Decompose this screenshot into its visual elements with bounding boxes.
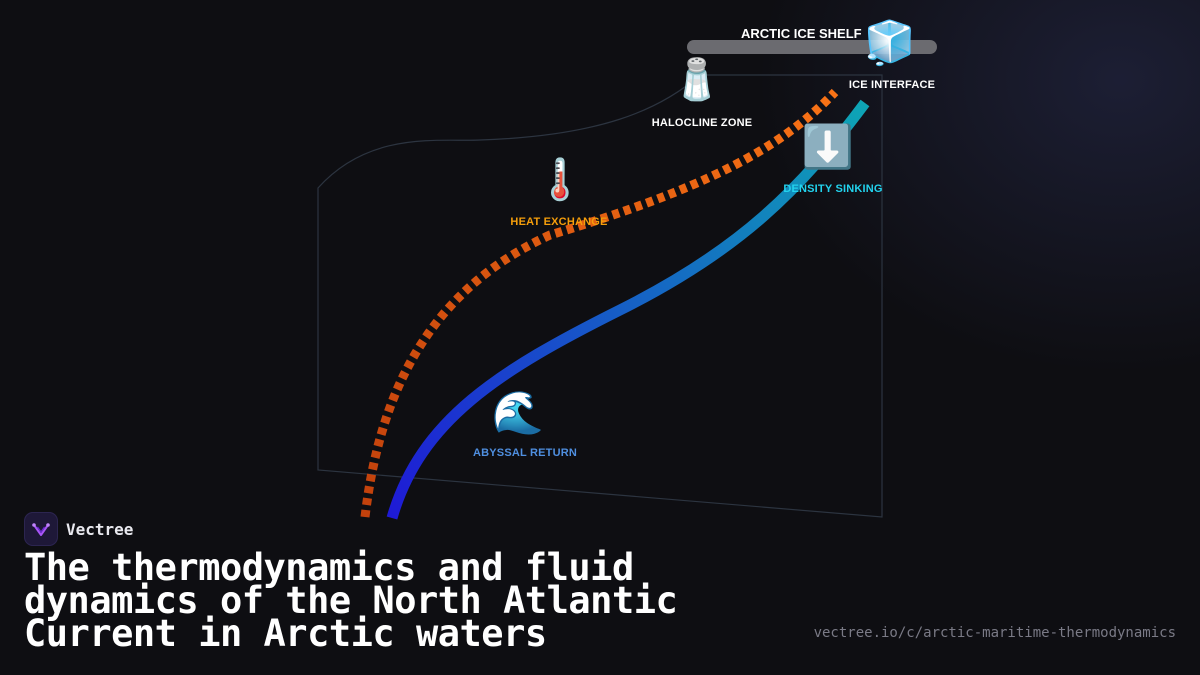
ocean-basin-outline bbox=[317, 74, 883, 518]
heat-exchange-label: HEAT EXCHANGE bbox=[510, 216, 608, 228]
vectree-logo-icon bbox=[24, 512, 58, 546]
cold-return-current bbox=[386, 99, 870, 520]
density-sinking-label: DENSITY SINKING bbox=[783, 183, 883, 195]
brand: Vectree bbox=[24, 512, 133, 546]
thermometer-icon: 🌡️ bbox=[535, 157, 585, 203]
page-title: The thermodynamics and fluid dynamics of… bbox=[24, 546, 678, 655]
ice-interface-label: ICE INTERFACE bbox=[848, 79, 936, 91]
salt-shaker-icon: 🧂 bbox=[672, 57, 722, 103]
ice-cube-icon: 🧊 bbox=[863, 18, 917, 67]
ice-shelf-bar bbox=[687, 40, 937, 54]
wave-icon: 🌊 bbox=[491, 388, 545, 437]
down-arrow-icon: ⬇️ bbox=[801, 122, 855, 171]
ice-shelf-label: ARCTIC ICE SHELF bbox=[741, 26, 862, 41]
source-url: vectree.io/c/arctic-maritime-thermodynam… bbox=[813, 625, 1176, 641]
brand-name: Vectree bbox=[66, 519, 134, 539]
warm-atlantic-current bbox=[360, 88, 839, 518]
halocline-zone-label: HALOCLINE ZONE bbox=[651, 117, 753, 129]
abyssal-return-label: ABYSSAL RETURN bbox=[472, 447, 578, 459]
